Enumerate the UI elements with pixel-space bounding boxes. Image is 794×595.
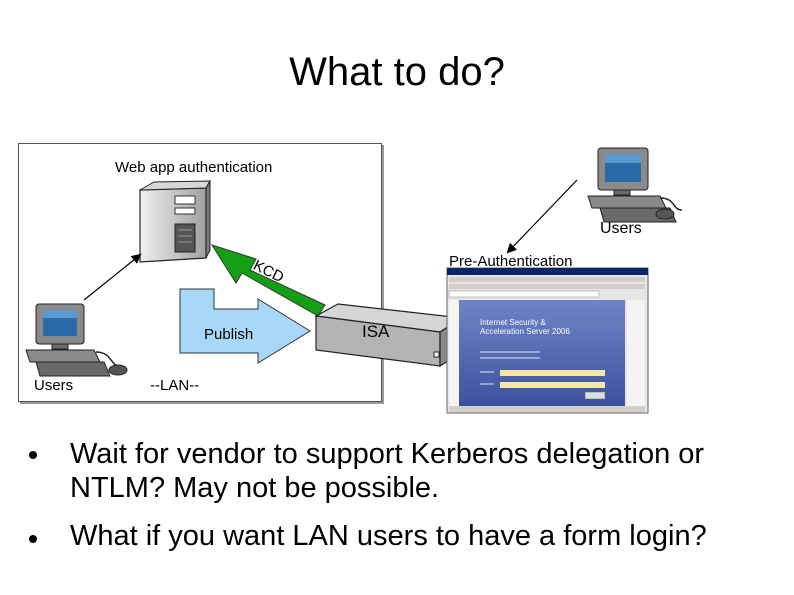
bullet-item-1: Wait for vendor to support Kerberos dele… xyxy=(70,438,705,504)
bullet-item-2: What if you want LAN users to have a for… xyxy=(70,520,707,552)
publish-label: Publish xyxy=(204,326,254,343)
preauth-label: Pre-Authentication xyxy=(449,253,573,270)
publish-arrow xyxy=(179,288,311,364)
isa-label: ISA xyxy=(362,322,390,341)
lan-box-label: Web app authentication xyxy=(115,159,273,176)
web-server-icon xyxy=(139,179,211,263)
lan-user-computer-icon xyxy=(25,303,128,377)
slide-title: What to do? xyxy=(289,50,505,94)
lan-to-server-arrow xyxy=(83,253,142,301)
form-product-line1: Internet Security & xyxy=(480,318,546,327)
lan-users-label: Users xyxy=(34,377,74,394)
form-product-name: Internet Security & Acceleration Server … xyxy=(480,318,570,336)
lan-label: --LAN-- xyxy=(150,377,200,394)
external-user-computer-icon xyxy=(587,147,683,223)
external-users-label: Users xyxy=(600,220,642,237)
bullet-dot-2 xyxy=(29,535,37,543)
form-product-line2: Acceleration Server 2006 xyxy=(480,327,570,336)
bullet-dot-1 xyxy=(29,451,37,459)
kcd-arrow xyxy=(210,244,326,317)
form-login-screenshot xyxy=(446,267,649,414)
external-to-preauth-arrow xyxy=(506,179,578,254)
